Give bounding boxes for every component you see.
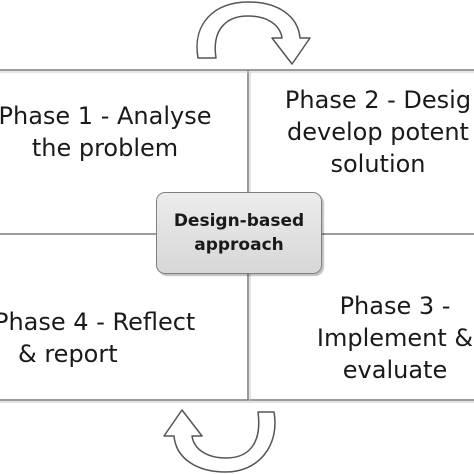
phase3-line2: Implement &	[316, 324, 474, 352]
phase3-text: Phase 3 - Implement & evaluate	[300, 290, 474, 386]
phase4-text: Phase 4 - Reflect & report	[0, 306, 214, 370]
phase2-line1: Phase 2 - Desig	[284, 86, 472, 114]
phase2-text: Phase 2 - Desig develop potent solution	[268, 84, 474, 180]
phase1-line1: Phase 1 - Analyse	[0, 102, 212, 130]
phase1-line2: the problem	[31, 134, 179, 162]
phase2-line2: develop potent	[287, 118, 469, 146]
center-line1: Design-based	[173, 211, 305, 231]
center-approach-box: Design-based approach	[156, 192, 322, 274]
phase3-line3: evaluate	[342, 356, 448, 384]
phase1-text: Phase 1 - Analyse the problem	[0, 100, 220, 164]
phase4-line1: Phase 4 - Reflect	[0, 308, 196, 336]
top-cycle-arrow-icon	[196, 1, 311, 65]
center-line2: approach	[194, 235, 284, 255]
bottom-cycle-arrow-icon	[163, 409, 276, 473]
phase2-line3: solution	[330, 150, 426, 178]
phase4-line2: & report	[18, 340, 118, 368]
phase3-line1: Phase 3 -	[339, 292, 451, 320]
